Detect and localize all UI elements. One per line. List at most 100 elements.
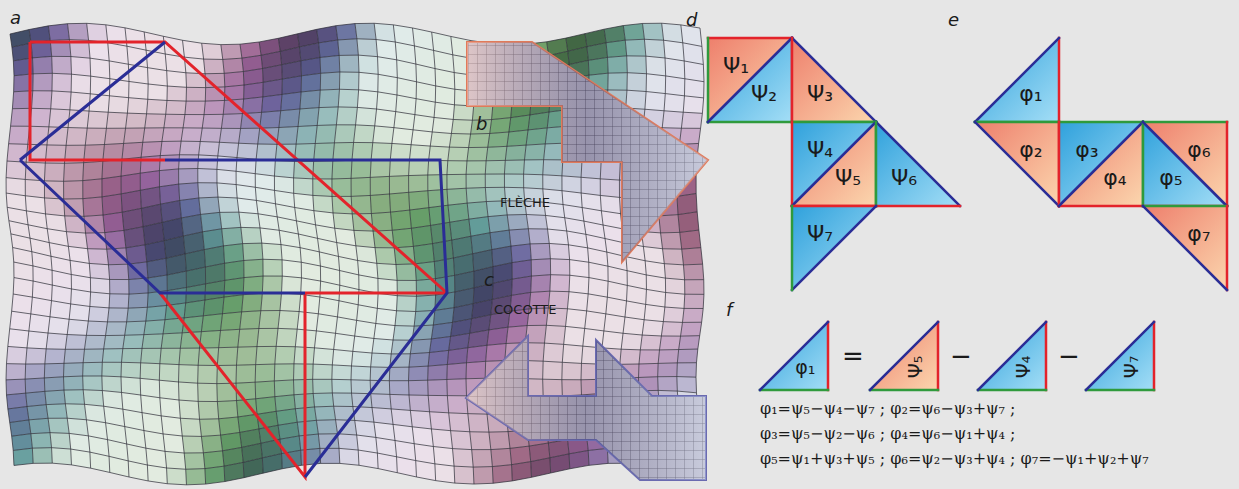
mesh-cell xyxy=(186,87,206,101)
mesh-cell xyxy=(102,176,121,197)
mesh-cell xyxy=(225,260,244,280)
mesh-cell xyxy=(198,155,218,169)
triangle-edge xyxy=(875,122,878,206)
triangle-tile: φ₆ xyxy=(1143,122,1227,206)
mesh-cell xyxy=(415,262,435,281)
mesh-cell xyxy=(282,260,301,278)
mesh-cell xyxy=(332,365,352,380)
triangle-edge xyxy=(791,122,794,206)
mesh-cell xyxy=(279,109,300,128)
mesh-cell xyxy=(6,379,26,395)
mesh-cell xyxy=(29,418,50,433)
triangle-shape xyxy=(708,38,792,122)
triangle-edge xyxy=(791,38,794,122)
mesh-cell xyxy=(219,417,240,435)
mesh-cell xyxy=(623,23,644,40)
mesh-cell xyxy=(219,128,240,143)
mesh-cell xyxy=(585,311,606,331)
mesh-cell xyxy=(121,362,141,378)
mesh-cell xyxy=(104,128,125,144)
triangle-shape xyxy=(792,122,876,206)
mesh-cell xyxy=(466,361,486,378)
triangle-edge xyxy=(1045,322,1048,390)
triangle-fill xyxy=(975,38,1059,122)
mesh-cell xyxy=(201,314,222,332)
mesh-cell xyxy=(184,57,205,74)
mesh-cell xyxy=(658,363,678,377)
mesh-cell xyxy=(167,86,187,101)
mesh-cell xyxy=(485,174,504,188)
triangle-edge xyxy=(827,322,830,390)
mesh-cell xyxy=(46,333,67,349)
mesh-cell xyxy=(83,349,104,363)
triangle-tile: Ψ₅ xyxy=(792,122,876,206)
mesh-line xyxy=(198,43,206,484)
mesh-cell xyxy=(447,379,467,396)
triangle-fill xyxy=(876,122,960,206)
mesh-cell xyxy=(338,39,359,56)
mesh-cell xyxy=(90,278,109,294)
mesh-line xyxy=(179,40,187,485)
mesh-cell xyxy=(108,96,128,113)
triangle-edge xyxy=(870,322,938,390)
mesh-cell xyxy=(294,178,313,195)
mesh-cell xyxy=(236,365,256,384)
mesh-cell xyxy=(143,128,164,142)
mesh-cell xyxy=(27,405,48,420)
mesh-cell xyxy=(620,349,641,364)
mesh-cell xyxy=(32,448,52,464)
mesh-line xyxy=(140,32,148,481)
triangle-edge xyxy=(792,121,876,124)
mesh-cell xyxy=(32,91,52,109)
triangle-edge xyxy=(1086,389,1154,392)
mesh-cell xyxy=(129,81,149,99)
mesh-cell xyxy=(140,378,160,397)
mesh-cell xyxy=(351,160,371,179)
mesh-cell xyxy=(566,309,587,329)
mesh-cell xyxy=(159,169,178,187)
triangle-edge xyxy=(760,389,828,392)
triangle-edge xyxy=(708,121,792,124)
tile-label: Ψ₅ xyxy=(835,167,861,189)
mesh-cell xyxy=(623,317,644,335)
mesh-cell xyxy=(179,400,200,419)
mesh-cell xyxy=(240,311,261,330)
panel-letter: b xyxy=(476,114,487,134)
mesh-cell xyxy=(581,177,600,195)
mesh-cell xyxy=(429,205,450,225)
mesh-cell xyxy=(665,58,685,79)
triangle-edge xyxy=(1153,322,1156,390)
mesh-cell xyxy=(142,334,163,349)
triangle-tile: Ψ₇ xyxy=(792,206,876,290)
mesh-cell xyxy=(162,128,183,142)
mesh-cell xyxy=(10,311,31,331)
triangle-fill xyxy=(1059,122,1143,206)
mesh-cell xyxy=(224,72,244,87)
mesh-cell xyxy=(466,161,486,175)
mesh-cell xyxy=(390,143,411,159)
mesh-cell xyxy=(543,175,562,191)
mesh-cell xyxy=(167,468,187,485)
mesh-cell xyxy=(64,349,85,363)
triangle-edge xyxy=(708,37,792,40)
shape-name: COCOTTE xyxy=(494,303,557,317)
mesh-line xyxy=(447,36,455,483)
mesh-cell xyxy=(339,448,359,465)
mesh-cell xyxy=(355,23,376,39)
mesh-cell xyxy=(642,320,663,336)
mesh-cell xyxy=(351,366,371,380)
mesh-cell xyxy=(125,321,146,335)
mesh-cell xyxy=(165,451,186,469)
mesh-cell xyxy=(44,181,63,199)
mesh-line xyxy=(351,24,359,466)
triangle-edge xyxy=(1086,322,1154,390)
mesh-cell xyxy=(410,339,431,354)
mesh-cell xyxy=(221,44,242,59)
triangle-edge xyxy=(1143,206,1227,290)
mesh-cell xyxy=(434,102,454,119)
mesh-cell xyxy=(313,393,334,407)
triangle-edge xyxy=(1142,122,1145,206)
mesh-cell xyxy=(106,112,127,128)
mesh-cell xyxy=(45,349,66,364)
